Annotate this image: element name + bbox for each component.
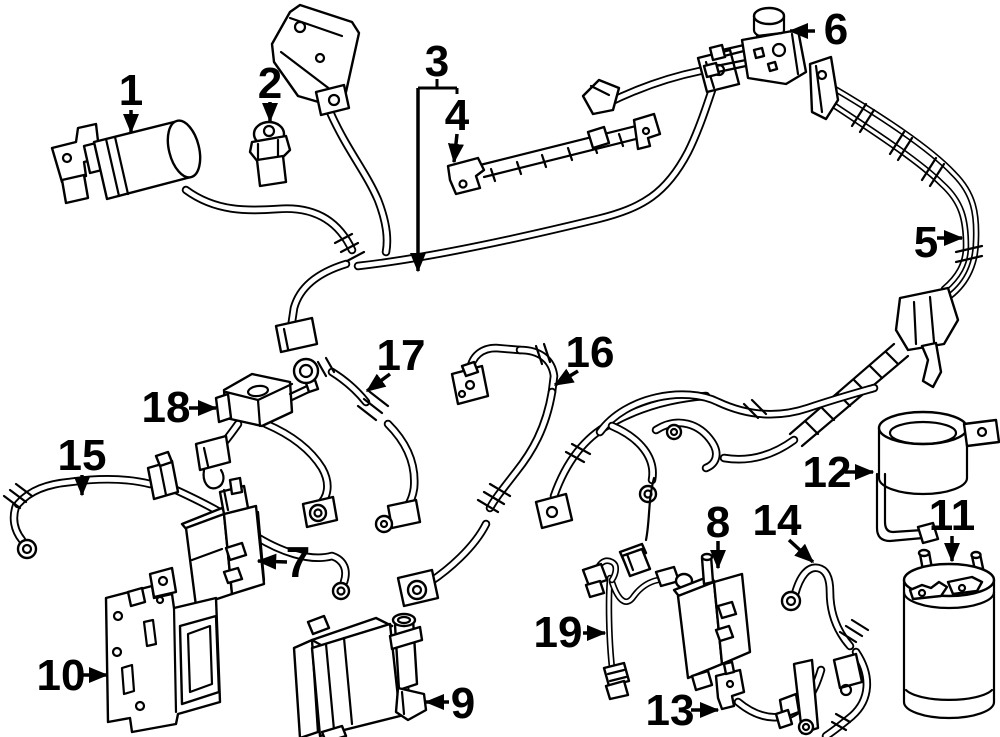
callout-17-number: 17 [377,331,426,380]
part-16-hose-illustration [396,342,559,608]
part-13-hose-illustration [714,658,826,736]
callout-8[interactable]: 8 [706,498,730,570]
callout-16-arrow [553,368,579,387]
callout-13-number: 13 [646,686,695,735]
callout-10[interactable]: 10 [37,651,109,700]
callout-17-arrow [365,372,392,393]
callout-4[interactable]: 4 [445,91,470,164]
callout-3[interactable]: 3 [409,37,459,273]
callout-13[interactable]: 13 [646,686,720,735]
callout-3-bracket [418,79,459,94]
callout-18[interactable]: 18 [142,383,218,432]
callout-19-number: 19 [534,608,583,657]
callout-18-number: 18 [142,383,191,432]
part-4-bracket-illustration [446,112,662,196]
callout-14-arrow [787,538,815,564]
callout-3-number: 3 [425,37,449,86]
part-12-shield-illustration [875,410,1000,545]
callout-8-number: 8 [706,498,730,547]
part-9-pump-illustration [292,612,428,737]
callout-14[interactable]: 14 [753,496,815,564]
callout-10-number: 10 [37,651,86,700]
part-8-valve-illustration [672,552,752,692]
callout-6-number: 6 [824,5,848,54]
callout-12-number: 12 [803,448,852,497]
callout-12[interactable]: 12 [803,448,875,497]
callout-4-arrow [447,133,464,164]
callout-1-number: 1 [119,66,143,115]
part-14-hose-illustration [780,563,872,737]
part-18-bracket-illustration [194,372,339,529]
callout-11-number: 11 [929,491,976,540]
part-10-bracket-illustration [104,566,222,734]
callout-5-number: 5 [914,218,938,267]
callout-2[interactable]: 2 [258,59,282,123]
callout-6[interactable]: 6 [788,5,848,54]
part-19-harness-illustration [581,542,694,701]
callout-15-number: 15 [58,431,107,480]
callout-9-number: 9 [451,679,475,728]
callout-labels: 1 2 3 4 5 6 7 8 [37,5,976,735]
callout-5[interactable]: 5 [914,218,964,267]
callout-7-number: 7 [286,538,310,587]
part-5-pipes-illustration [719,55,984,464]
callout-14-number: 14 [753,496,802,545]
callout-16[interactable]: 16 [553,328,615,387]
callout-11[interactable]: 11 [929,491,976,563]
callout-15[interactable]: 15 [58,431,107,497]
part-6-valve-illustration [702,6,808,86]
part-17-hose-illustration [292,356,422,534]
part-7-valve-illustration [180,476,266,608]
center-hose-bundle-illustration [534,383,879,542]
callout-2-number: 2 [258,59,282,108]
part-3-hose-assembly-illustration [181,3,741,354]
callout-19[interactable]: 19 [534,608,607,657]
callout-9[interactable]: 9 [424,679,475,728]
part-11-canister-illustration [902,548,996,720]
callout-7-arrow [256,553,288,570]
callout-1[interactable]: 1 [119,66,143,134]
callout-17[interactable]: 17 [365,331,426,393]
callout-4-number: 4 [445,91,470,140]
part-1-canister-illustration [50,119,202,205]
callout-7[interactable]: 7 [256,538,310,587]
part-2-switch-illustration [248,120,292,188]
callout-16-number: 16 [566,328,615,377]
